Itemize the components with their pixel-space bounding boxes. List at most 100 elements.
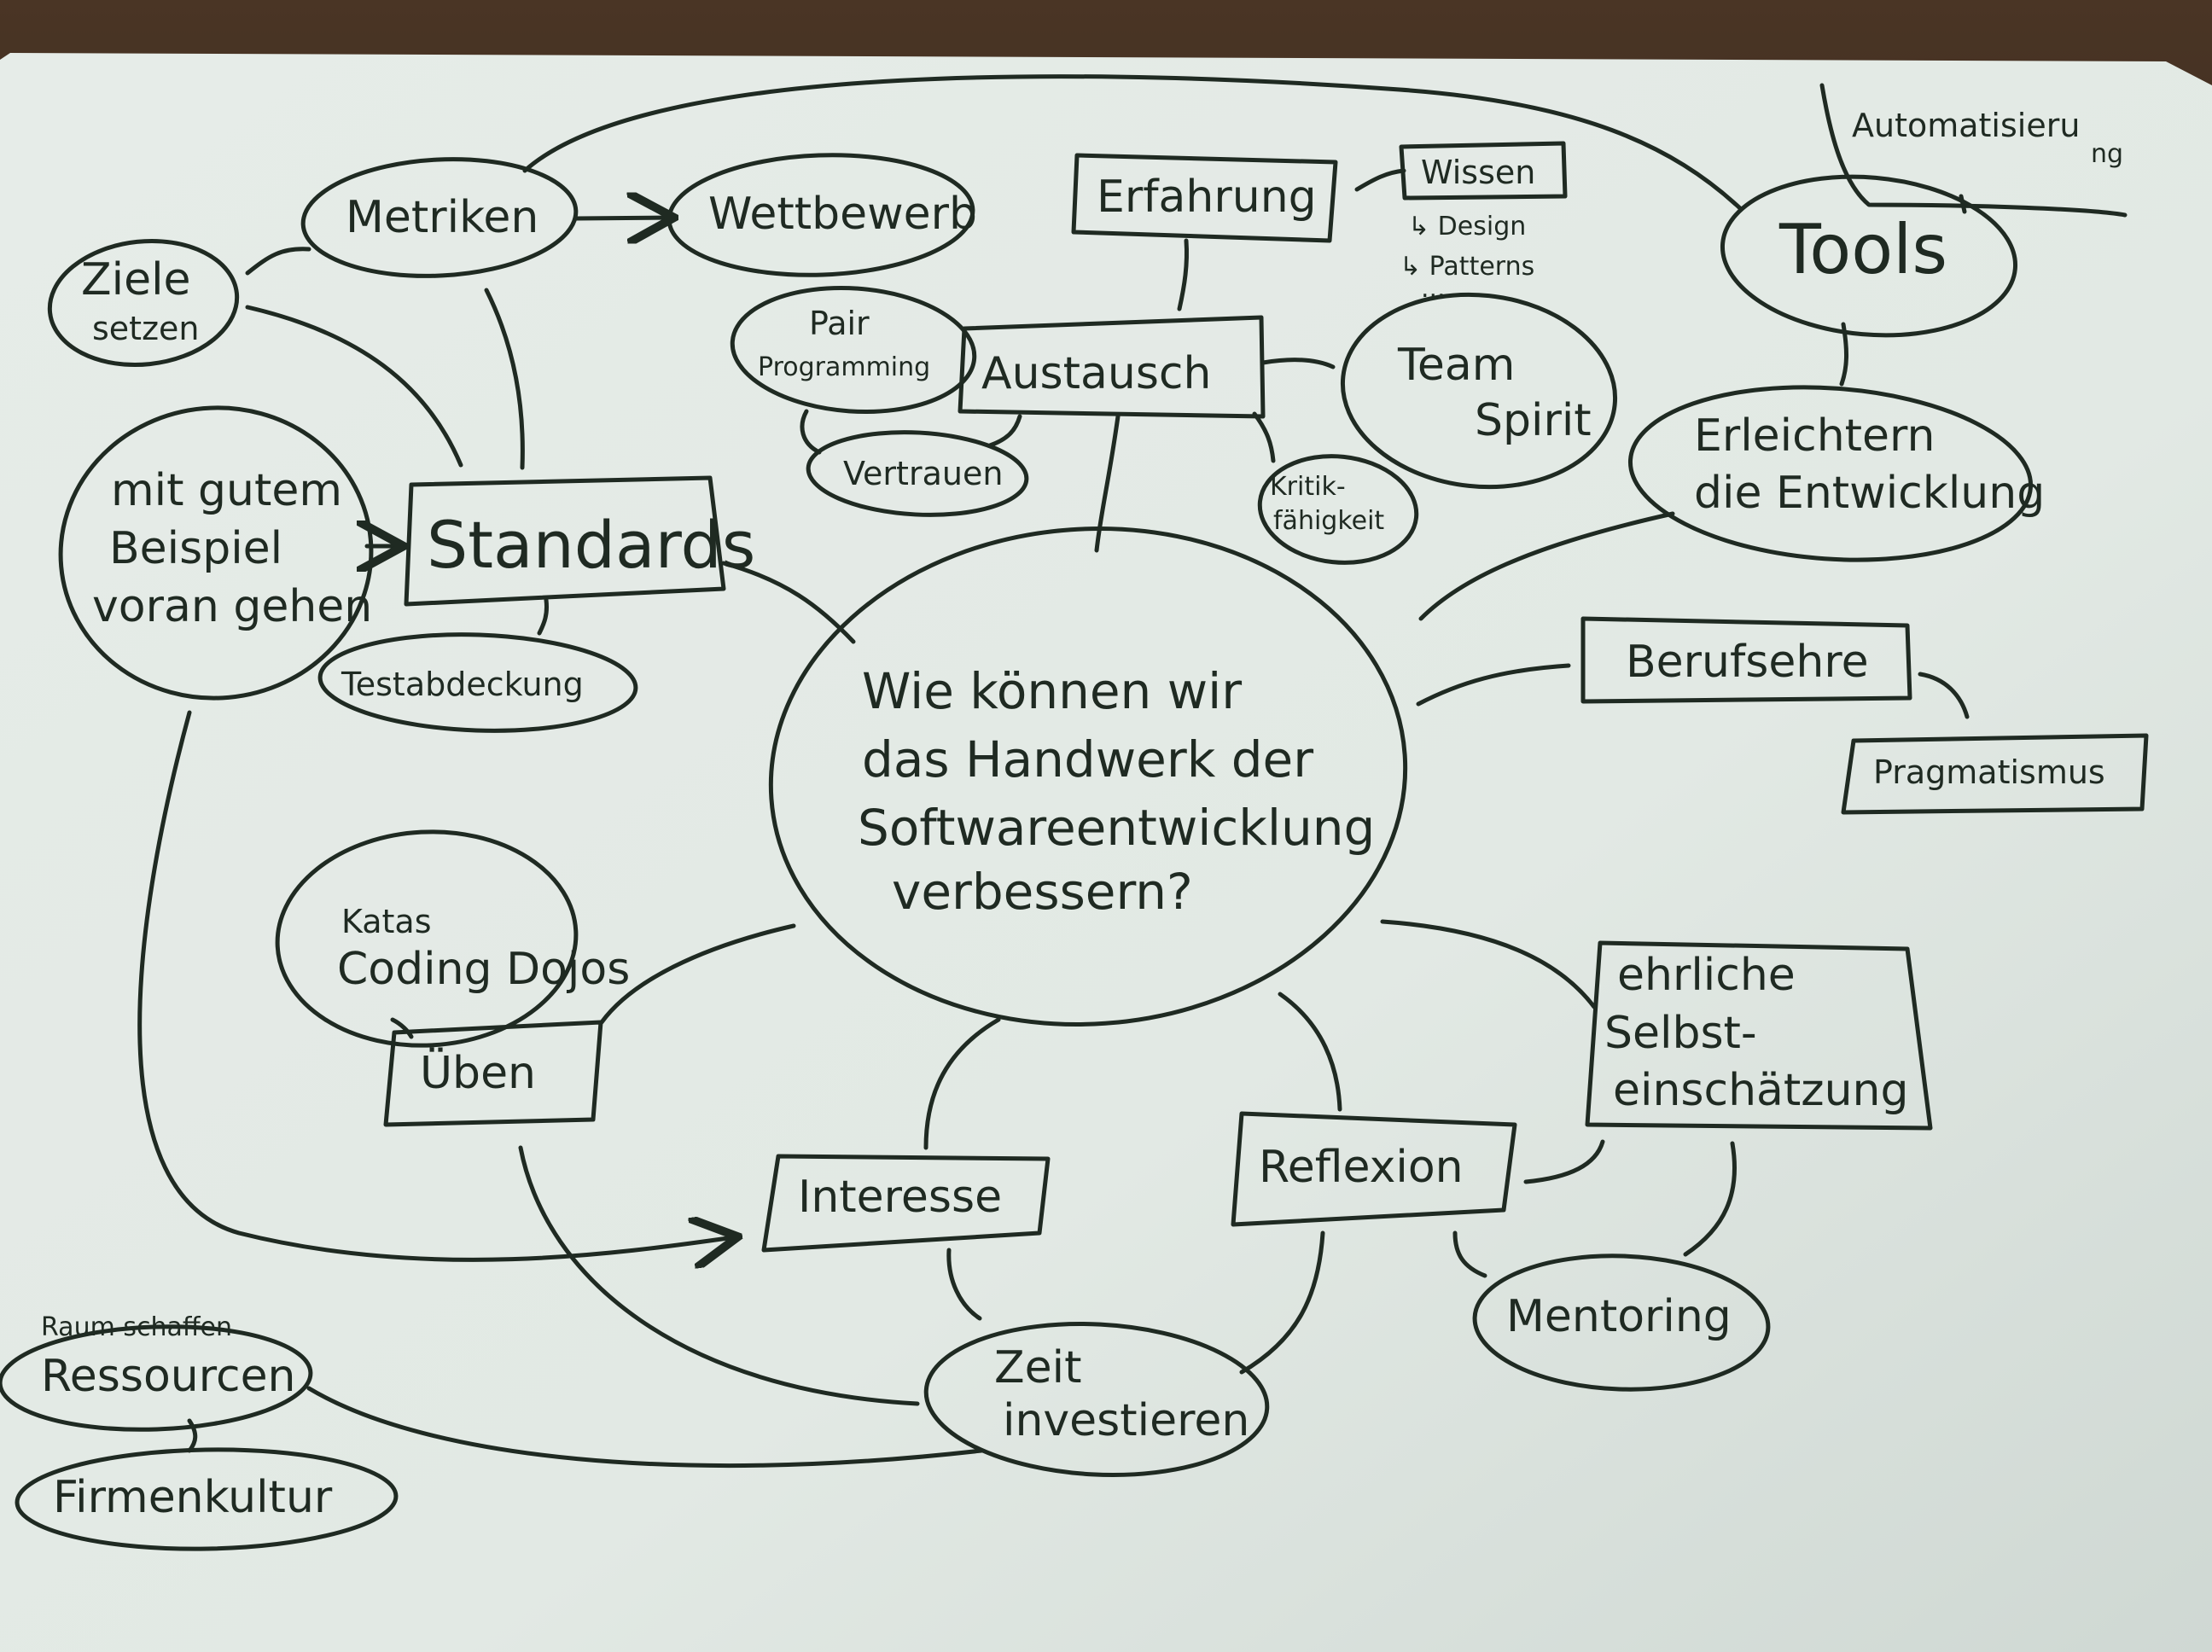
link-ziele-standards bbox=[245, 305, 463, 468]
tools-bubble bbox=[1720, 174, 2018, 338]
link-austausch-center bbox=[1094, 414, 1121, 553]
wissen-sub-patterns: ↳ Patterns bbox=[1400, 252, 1534, 282]
zeit-investieren-label-2: investieren bbox=[1003, 1395, 1249, 1446]
reflexion-box bbox=[1231, 1111, 1517, 1227]
link-interesse-zeit bbox=[946, 1248, 982, 1321]
center-question-line-4: verbessern? bbox=[892, 863, 1193, 921]
node-labels: Wie können wir das Handwerk der Software… bbox=[41, 107, 2123, 1523]
raum-schaffen-label: Raum schaffen bbox=[41, 1312, 232, 1342]
ueben-box bbox=[383, 1020, 603, 1127]
wissen-label: Wissen bbox=[1421, 154, 1535, 191]
link-katas-ueben bbox=[390, 1017, 414, 1039]
vertrauen-label: Vertrauen bbox=[843, 455, 1003, 492]
ehrliche-selbst-label-1: ehrliche bbox=[1617, 950, 1796, 1001]
node-shapes bbox=[0, 83, 2149, 1551]
link-austausch-team bbox=[1260, 358, 1336, 369]
firmenkultur-label: Firmenkultur bbox=[53, 1472, 333, 1523]
center-question-line-3: Softwareentwicklung bbox=[858, 799, 1375, 857]
link-erleichtern-center bbox=[1418, 511, 1675, 621]
wettbewerb-label: Wettbewerb bbox=[708, 189, 977, 240]
firmenkultur-bubble bbox=[15, 1447, 399, 1551]
link-center-selbst bbox=[1380, 919, 1597, 1009]
link-beispiel-interesse bbox=[137, 710, 734, 1259]
link-center-reflexion bbox=[1278, 992, 1342, 1112]
link-berufsehre-center bbox=[1416, 663, 1571, 707]
reflexion-label: Reflexion bbox=[1259, 1142, 1464, 1193]
testabdeckung-bubble bbox=[317, 632, 638, 733]
link-reflexion-mentoring bbox=[1452, 1230, 1487, 1278]
ehrliche-selbst-label-2: Selbst- bbox=[1604, 1008, 1757, 1059]
kritikfaehigkeit-label-2: fähigkeit bbox=[1273, 506, 1384, 536]
ueben-label: Üben bbox=[420, 1047, 536, 1099]
kritikfaehigkeit-bubble bbox=[1257, 454, 1419, 565]
ehrliche-selbst-box bbox=[1585, 940, 1933, 1131]
testabdeckung-label: Testabdeckung bbox=[341, 666, 584, 703]
erleichtern-bubble bbox=[1627, 385, 2034, 562]
link-ziele-metriken bbox=[245, 247, 311, 276]
link-berufsehre-prag bbox=[1918, 672, 1970, 719]
metriken-bubble bbox=[300, 157, 579, 278]
mentoring-bubble bbox=[1472, 1254, 1771, 1392]
team-spirit-label-2: Spirit bbox=[1475, 395, 1592, 446]
mit-gutem-beispiel-label-1: mit gutem bbox=[111, 465, 342, 516]
pragmatismus-label: Pragmatismus bbox=[1873, 753, 2105, 791]
katas-bubble bbox=[275, 829, 579, 1048]
metriken-label: Metriken bbox=[346, 192, 538, 243]
austausch-box bbox=[958, 315, 1266, 419]
interesse-label: Interesse bbox=[798, 1172, 1002, 1223]
pair-programming-label-1: Pair bbox=[809, 305, 870, 342]
link-metriken-standards bbox=[484, 288, 525, 470]
link-ueben-zeit bbox=[518, 1145, 920, 1406]
wettbewerb-bubble bbox=[667, 153, 975, 277]
mit-gutem-beispiel-label-3: voran gehen bbox=[92, 581, 372, 632]
berufsehre-box bbox=[1580, 616, 1912, 704]
link-ressourcen-zeit bbox=[306, 1386, 984, 1469]
center-question-line-2: das Handwerk der bbox=[862, 730, 1313, 788]
pragmatismus-box bbox=[1841, 733, 2149, 815]
ziele-setzen-label-1: Ziele bbox=[81, 254, 191, 305]
link-selbst-mentoring bbox=[1683, 1141, 1738, 1257]
ziele-setzen-bubble bbox=[47, 238, 240, 368]
ressourcen-bubble bbox=[0, 1324, 313, 1432]
link-center-interesse bbox=[923, 1017, 1001, 1150]
erfahrung-label: Erfahrung bbox=[1097, 172, 1317, 223]
center-question-bubble bbox=[768, 526, 1408, 1027]
tools-label: Tools bbox=[1778, 210, 1947, 289]
katas-label-1: Katas bbox=[341, 903, 432, 940]
ressourcen-label: Ressourcen bbox=[41, 1351, 296, 1402]
kritikfaehigkeit-label-1: Kritik- bbox=[1270, 472, 1346, 502]
automatisierung-bracket bbox=[1819, 83, 2128, 218]
wissen-sub-design: ↳ Design bbox=[1408, 212, 1526, 241]
pair-programming-bubble bbox=[730, 285, 977, 415]
link-austausch-vertrauen bbox=[987, 414, 1022, 448]
wissen-box bbox=[1399, 141, 1568, 201]
katas-label-2: Coding Dojos bbox=[337, 944, 630, 995]
link-erfahrung-austausch bbox=[1177, 238, 1190, 311]
link-erfahrung-wissen bbox=[1354, 168, 1406, 192]
zeit-investieren-bubble bbox=[923, 1321, 1270, 1478]
paper-sheet bbox=[0, 53, 2212, 1652]
interesse-box bbox=[761, 1154, 1051, 1253]
erleichtern-label-1: Erleichtern bbox=[1694, 410, 1935, 462]
link-center-ueben bbox=[599, 923, 796, 1025]
vertrauen-bubble bbox=[806, 430, 1029, 517]
austausch-label: Austausch bbox=[981, 348, 1211, 399]
link-reflexion-zeit bbox=[1239, 1230, 1325, 1375]
automatisierung-label-1: Automatisieru bbox=[1852, 107, 2080, 144]
link-pair-vertrauen bbox=[800, 409, 822, 455]
automatisierung-label-2: ng bbox=[2091, 139, 2123, 169]
team-spirit-bubble bbox=[1340, 292, 1618, 490]
link-reflexion-selbst bbox=[1523, 1139, 1605, 1184]
erfahrung-box bbox=[1071, 153, 1338, 243]
link-metriken-tools bbox=[522, 74, 1743, 212]
standards-label: Standards bbox=[427, 507, 755, 583]
connection-lines bbox=[137, 74, 1970, 1469]
ehrliche-selbst-label-3: einschätzung bbox=[1613, 1065, 1909, 1116]
link-standards-test bbox=[537, 597, 549, 636]
ziele-setzen-label-2: setzen bbox=[92, 310, 200, 347]
mit-gutem-beispiel-bubble bbox=[58, 405, 374, 701]
erleichtern-label-2: die Entwicklung bbox=[1694, 468, 2045, 519]
wissen-sub-ellipsis: ... bbox=[1421, 274, 1446, 304]
pair-programming-label-2: Programming bbox=[758, 352, 930, 382]
